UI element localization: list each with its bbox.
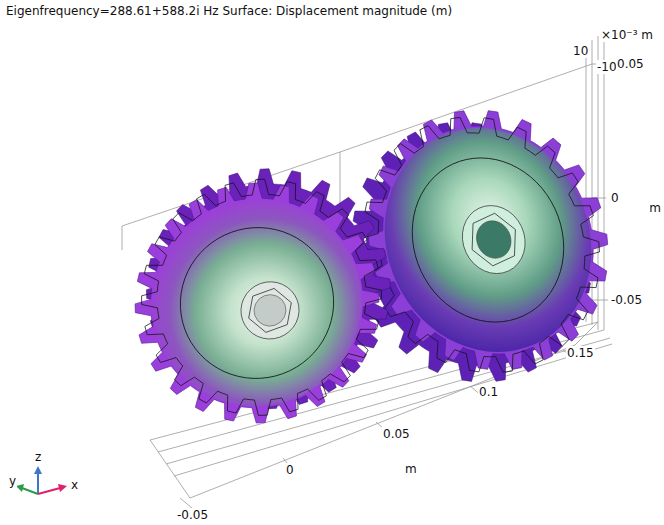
- undeformed-outline: [322, 78, 640, 412]
- axis-label: 0: [610, 191, 620, 205]
- axis-label: 0.05: [616, 57, 645, 71]
- hub-outline: [242, 285, 298, 337]
- shaft-hole: [470, 215, 517, 264]
- axis-label: 0.15: [566, 346, 595, 360]
- gear-hub: [233, 274, 307, 347]
- axis-label: ×10⁻³ m: [600, 28, 654, 42]
- gear-face: [348, 94, 627, 386]
- undeformed-outline: [108, 146, 414, 449]
- web-outline: [159, 206, 355, 400]
- plot-title: Eigenfrequency=288.61+588.2i Hz Surface:…: [6, 4, 452, 18]
- axis-label: -0.05: [176, 508, 209, 522]
- shaft-hole: [250, 290, 291, 330]
- axis-label: -10: [596, 60, 618, 74]
- hub-outline: [462, 208, 525, 271]
- gear-teeth: [326, 70, 650, 409]
- web-outline: [386, 133, 591, 347]
- axis-label: x: [70, 478, 79, 492]
- axis-label: m: [404, 462, 418, 476]
- gear-face: [123, 171, 390, 435]
- axis-label: m: [648, 201, 662, 215]
- axis-triad: [16, 466, 67, 494]
- gear-side: [113, 134, 425, 443]
- gear-hub: [451, 195, 536, 284]
- axis-label: 0: [285, 463, 295, 477]
- left-gear: [98, 134, 427, 457]
- axis-label: 10: [572, 44, 589, 58]
- axis-label: z: [34, 450, 42, 464]
- axis-label: -0.05: [610, 293, 643, 307]
- axis-label: 0.05: [382, 427, 411, 441]
- axis-label: y: [8, 474, 17, 488]
- axis-label: 0.1: [478, 385, 499, 399]
